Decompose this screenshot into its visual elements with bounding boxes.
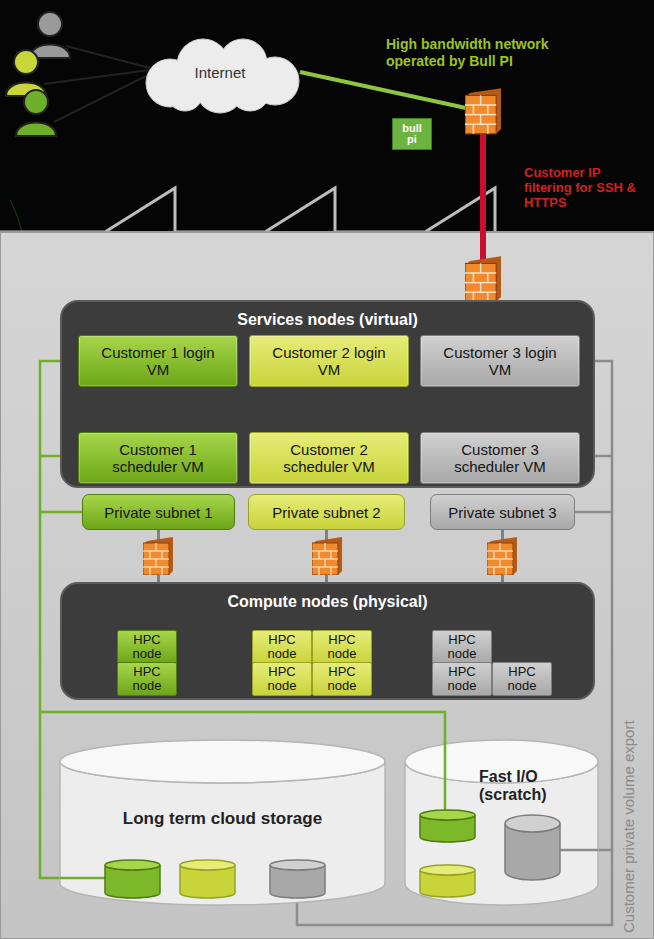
node-label: Fast I/O (scratch) (479, 768, 574, 805)
node-label: Customer 2 login VM (269, 344, 389, 379)
node-label: Private subnet 1 (104, 504, 212, 521)
vm-box: Customer 3 scheduler VM (420, 432, 580, 484)
annotation: High bandwidth network operated by Bull … (386, 36, 586, 70)
node-label: HPC node (440, 665, 484, 692)
node-label: Customer 3 login VM (440, 344, 560, 379)
node-label: Customer 1 login VM (98, 344, 218, 379)
building-panel (0, 232, 654, 939)
subnet-box: Private subnet 3 (430, 494, 575, 530)
node-label: Long term cloud storage (123, 809, 322, 829)
network-line (300, 72, 466, 108)
node-label: HPC node (125, 665, 169, 692)
group-heading: Services nodes (virtual) (62, 302, 593, 329)
cylinder-shape (405, 740, 598, 905)
company-logo: bull pi (392, 118, 432, 150)
node-label: Internet (195, 64, 246, 81)
node-label: HPC node (125, 633, 169, 660)
node-label: Customer 3 scheduler VM (440, 441, 560, 476)
node-group-panel: Customer 1 login VM Customer 2 login VM Cu… (60, 300, 595, 488)
subnet-box: Private subnet 2 (248, 494, 405, 530)
side-label: Customer private volume export (620, 720, 638, 933)
node-label: HPC node (260, 633, 304, 660)
vm-box: Customer 1 login VM (78, 335, 238, 387)
node-label: bull pi (397, 123, 427, 145)
node-label: Customer 2 scheduler VM (269, 441, 389, 476)
vm-box: Customer 2 login VM (249, 335, 409, 387)
subnet-box: Private subnet 1 (82, 494, 235, 530)
hpc-node-box: HPC node (117, 662, 177, 696)
storage-cylinder: Long term cloud storage (60, 740, 385, 905)
node-label: HPC node (260, 665, 304, 692)
node-label: HPC node (320, 633, 364, 660)
hpc-node-box: HPC node (432, 662, 492, 696)
hpc-node-box: HPC node (312, 662, 372, 696)
node-group-panel: HPC nodeHPC nodeHPC nodeHPC nodeHPC node… (60, 582, 595, 700)
group-heading: Compute nodes (physical) (62, 584, 593, 611)
hpc-node-box: HPC node (432, 630, 492, 664)
roof-outline (0, 188, 495, 232)
internet-cloud: Internet (135, 35, 305, 110)
node-label: Private subnet 2 (272, 504, 380, 521)
node-label: HPC node (440, 633, 484, 660)
storage-cylinder: Fast I/O (scratch) (405, 740, 598, 905)
filter-line (480, 134, 486, 260)
hpc-node-box: HPC node (252, 662, 312, 696)
annotation: Customer IP filtering for SSH & HTTPS (524, 166, 642, 211)
user-icons (6, 12, 150, 136)
hpc-node-box: HPC node (252, 630, 312, 664)
node-label: Customer 1 scheduler VM (98, 441, 218, 476)
vm-box: Customer 3 login VM (420, 335, 580, 387)
hpc-node-box: HPC node (492, 662, 552, 696)
vm-box: Customer 1 scheduler VM (78, 432, 238, 484)
node-label: HPC node (320, 665, 364, 692)
hpc-node-box: HPC node (312, 630, 372, 664)
node-label: HPC node (500, 665, 544, 692)
vm-box: Customer 2 scheduler VM (249, 432, 409, 484)
node-label: Private subnet 3 (448, 504, 556, 521)
hpc-node-box: HPC node (117, 630, 177, 664)
